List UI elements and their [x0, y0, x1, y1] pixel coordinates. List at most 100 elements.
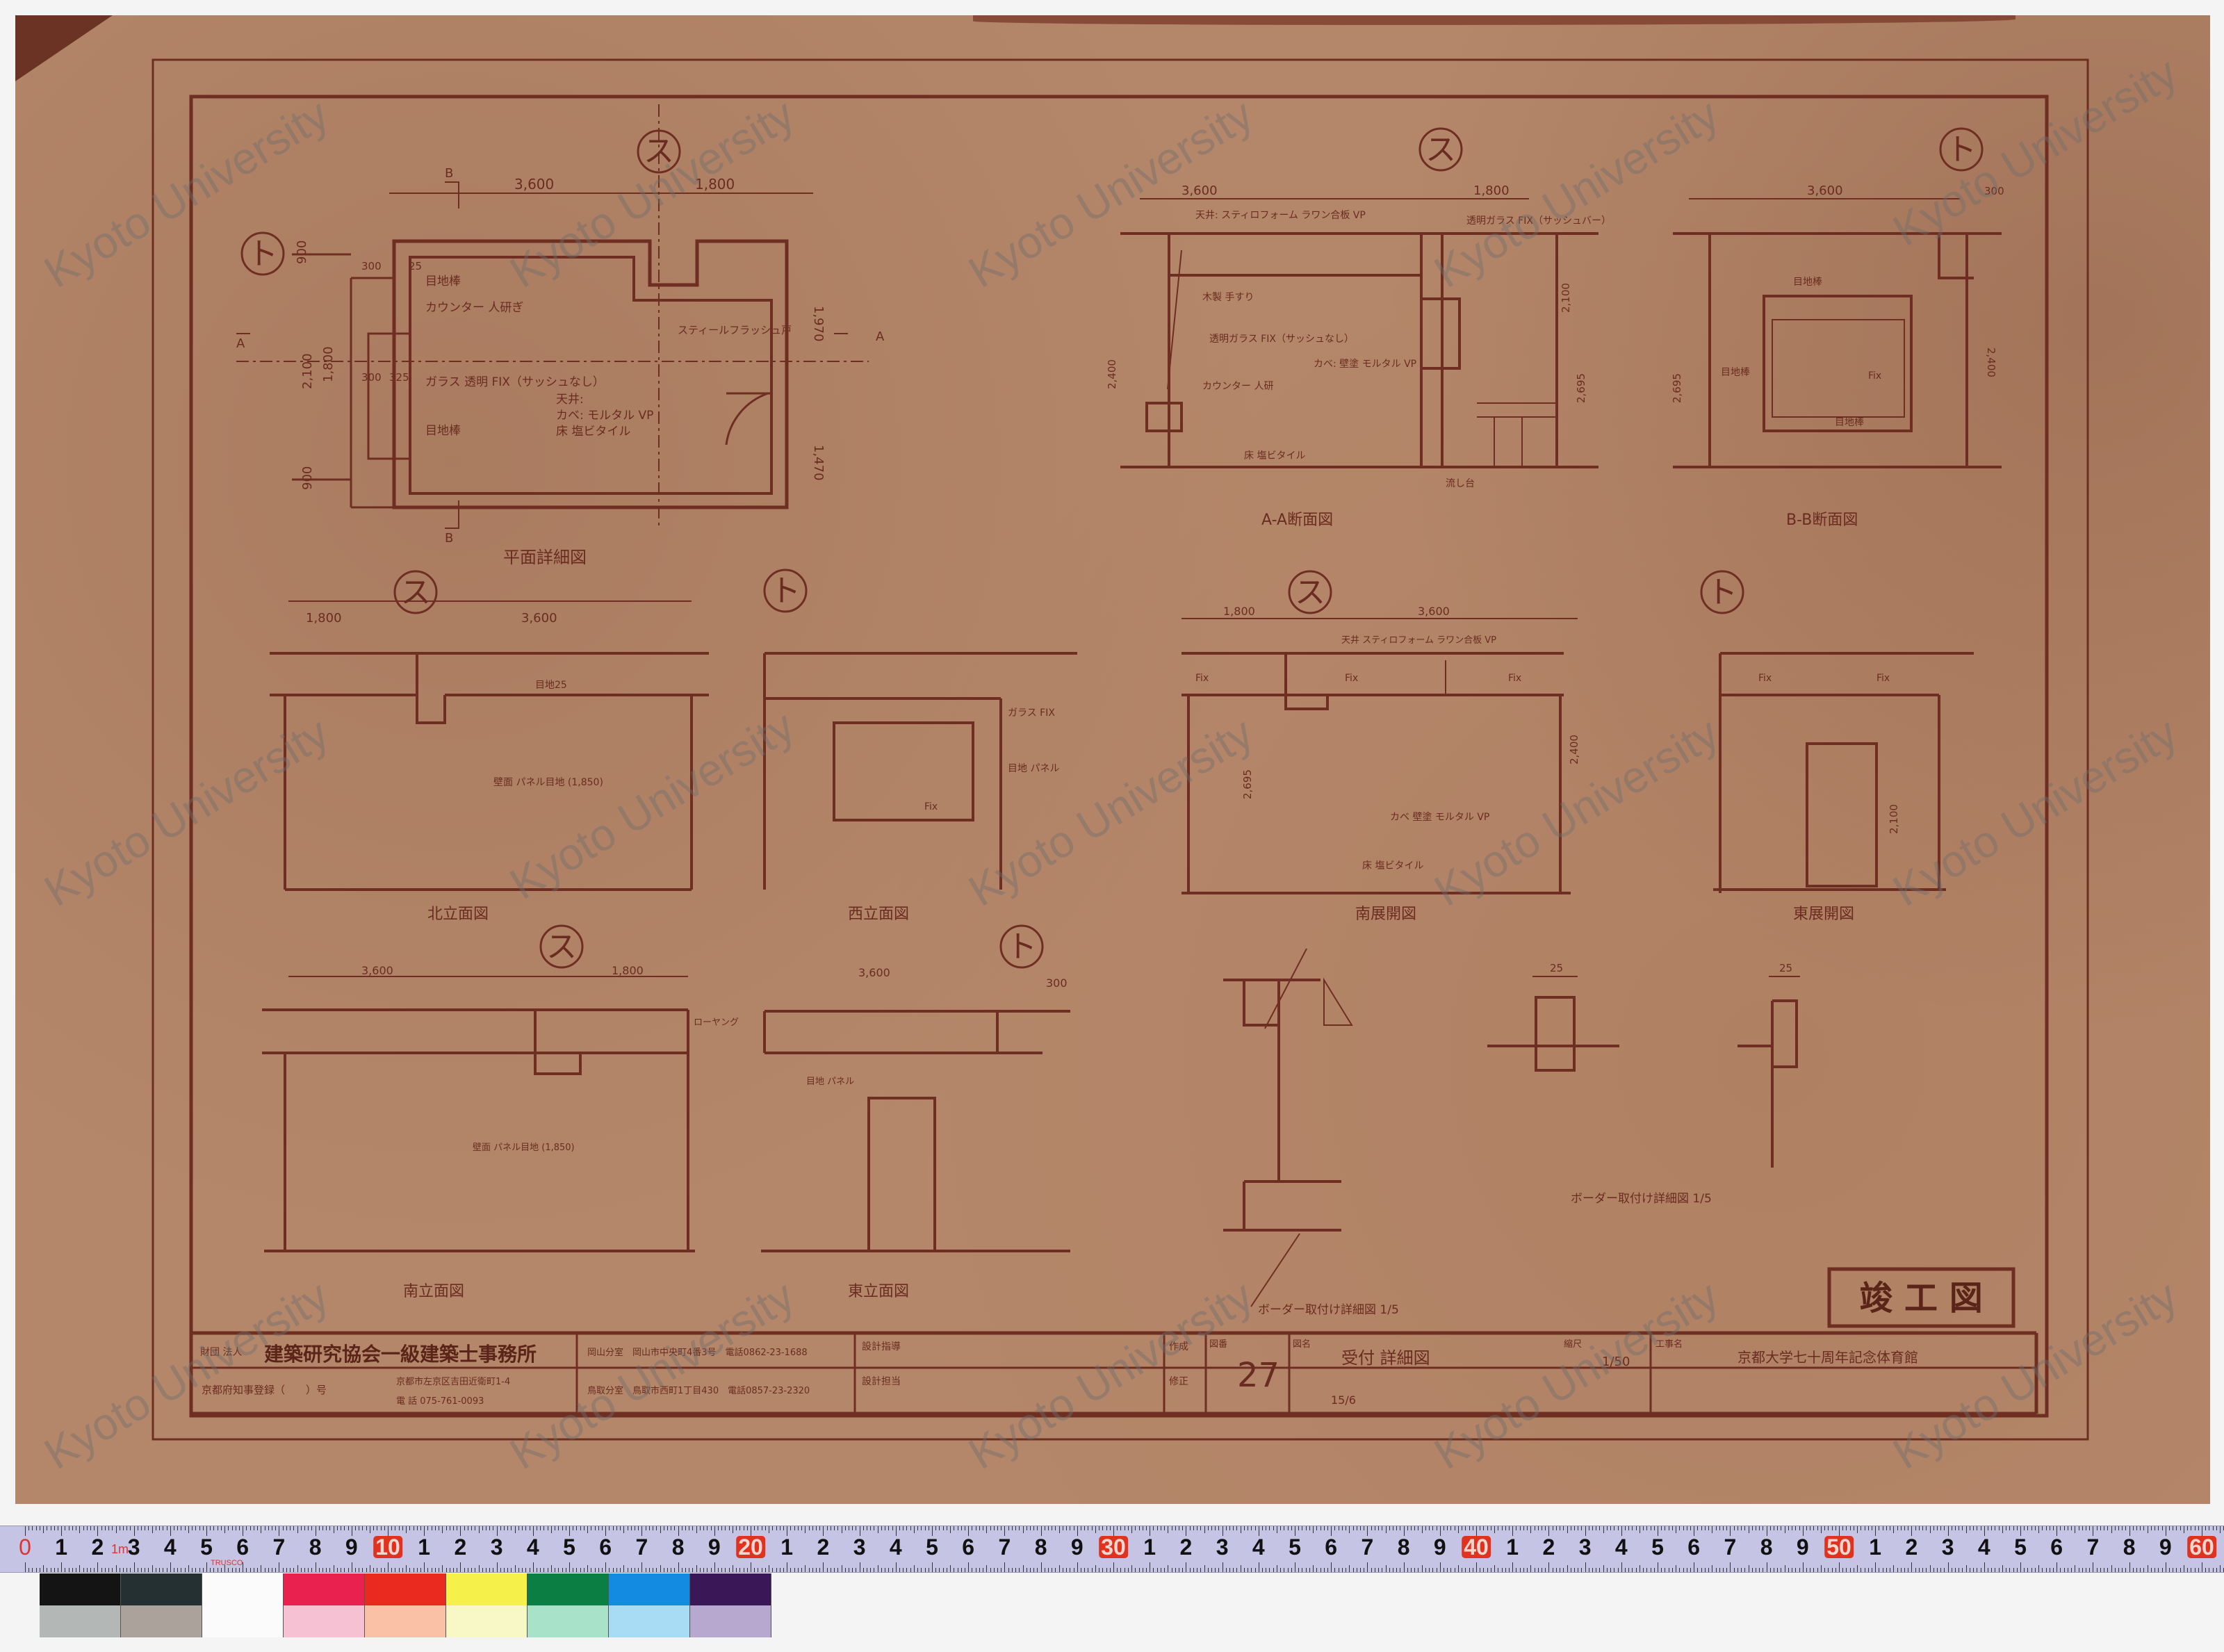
ruler-tick: [1505, 1526, 1506, 1530]
ruler-tick: [427, 1526, 429, 1530]
ruler-tick: [1679, 1526, 1681, 1530]
ruler-tick: [362, 1568, 363, 1572]
ruler-tick: [72, 1568, 73, 1572]
color-patch: [446, 1573, 528, 1605]
annotation: 目地25: [535, 680, 567, 691]
ruler-tick: [1432, 1526, 1434, 1530]
ruler-tick: [2122, 1568, 2123, 1572]
ruler-tick: [1940, 1526, 1942, 1530]
ruler-tick: [1824, 1568, 1826, 1572]
ruler-tick: [300, 1568, 302, 1572]
ruler-tick: [1004, 1562, 1006, 1572]
ruler-tick: [550, 1565, 552, 1572]
ruler-tick: [68, 1568, 70, 1572]
ruler-tick: [1273, 1526, 1274, 1530]
ruler-tick: [54, 1526, 55, 1530]
ruler-tick: [1127, 1526, 1129, 1530]
ruler-tick: [1323, 1526, 1325, 1530]
ruler-tick: [1015, 1526, 1017, 1530]
ruler-tick: [823, 1562, 824, 1572]
ruler-label: 3: [853, 1535, 866, 1560]
ruler-tick: [739, 1568, 741, 1572]
ruler-tick: [2132, 1526, 2134, 1530]
ruler-tick: [2216, 1526, 2217, 1530]
ruler-tick: [1621, 1526, 1622, 1536]
dimension-label: 3,600: [1418, 605, 1450, 618]
ruler-tick: [812, 1526, 813, 1530]
ruler-tick: [1313, 1526, 1314, 1533]
ruler-tick: [1396, 1526, 1398, 1530]
ruler-tick: [794, 1568, 795, 1572]
ruler-tick: [1058, 1526, 1060, 1533]
dimension-label: 3,600: [521, 611, 557, 625]
ruler-label: 1: [780, 1535, 794, 1560]
ruler-tick: [514, 1565, 516, 1572]
annotation: Fix: [1345, 673, 1358, 684]
south-development-view: ス 1,800 3,600 2,695 2,400 天井 スティロフォーム ラワ…: [1182, 570, 1580, 923]
ruler-tick: [1411, 1568, 1412, 1572]
ruler-tick: [1182, 1526, 1184, 1530]
ruler-tick: [1385, 1526, 1387, 1533]
ruler-tick: [471, 1568, 473, 1572]
ruler-tick: [326, 1568, 327, 1572]
ruler-tick: [990, 1526, 991, 1530]
ruler-tick: [580, 1568, 581, 1572]
dimension-label: 300: [1046, 976, 1068, 990]
ruler-tick: [1683, 1568, 1684, 1572]
ruler-tick: [525, 1568, 527, 1572]
ruler-tick: [1425, 1526, 1426, 1530]
annotation: 木製 手すり: [1202, 292, 1254, 303]
annotation: Fix: [1868, 370, 1881, 382]
ruler-tick: [104, 1568, 106, 1572]
ruler-label: 7: [1361, 1535, 1374, 1560]
annotation: 目地棒: [1793, 277, 1822, 288]
ruler-tick: [1530, 1565, 1532, 1572]
field-label: 図番: [1209, 1339, 1227, 1350]
ruler-tick: [2212, 1526, 2214, 1530]
ruler-tick: [2154, 1568, 2156, 1572]
dimension-label: 2,400: [1985, 347, 1997, 377]
ruler-tick: [562, 1526, 563, 1530]
ruler-tick: [1610, 1526, 1612, 1530]
ruler-tick: [1922, 1526, 1924, 1530]
ruler-tick: [1944, 1568, 1945, 1572]
ruler-tick: [406, 1526, 407, 1533]
ruler-tick: [2187, 1568, 2189, 1572]
ruler-tick: [159, 1526, 161, 1530]
ruler-tick: [899, 1526, 901, 1530]
annotation: ガラス 透明 FIX（サッシュなし）: [425, 375, 605, 389]
ruler-tick: [511, 1526, 512, 1530]
ruler-tick: [1334, 1568, 1336, 1572]
ruler-tick: [1585, 1526, 1586, 1536]
ruler-tick: [594, 1526, 596, 1530]
ruler-tick: [1904, 1568, 1905, 1572]
ruler-tick: [641, 1526, 643, 1536]
color-patch: [40, 1573, 121, 1605]
ruler-tick: [1603, 1565, 1604, 1572]
ruler-label: 5: [2014, 1535, 2027, 1560]
grid-label: ト: [770, 573, 801, 609]
ruler-tick: [322, 1568, 324, 1572]
ruler-tick: [910, 1526, 911, 1530]
ruler-tick: [2212, 1568, 2214, 1572]
ruler-tick: [1407, 1526, 1408, 1530]
ruler-tick: [703, 1526, 705, 1530]
ruler-tick: [728, 1526, 730, 1530]
ruler-tick: [326, 1526, 327, 1530]
ruler-tick: [1867, 1568, 1869, 1572]
ruler-tick: [1820, 1565, 1822, 1572]
ruler-tick: [1849, 1526, 1851, 1530]
ruler-tick: [2169, 1568, 2170, 1572]
ruler-tick: [2107, 1568, 2109, 1572]
ruler-tick: [979, 1526, 980, 1530]
ruler-tick: [993, 1526, 995, 1530]
ruler-tick: [1218, 1526, 1220, 1530]
ruler-tick: [416, 1526, 418, 1530]
color-patch: [690, 1573, 771, 1605]
ruler-label: 7: [2086, 1535, 2100, 1560]
ruler-tick: [598, 1568, 599, 1572]
ruler-tick: [638, 1568, 639, 1572]
ruler-tick: [616, 1526, 617, 1530]
ruler-tick: [1029, 1526, 1031, 1530]
ruler-label: 20: [736, 1536, 765, 1558]
